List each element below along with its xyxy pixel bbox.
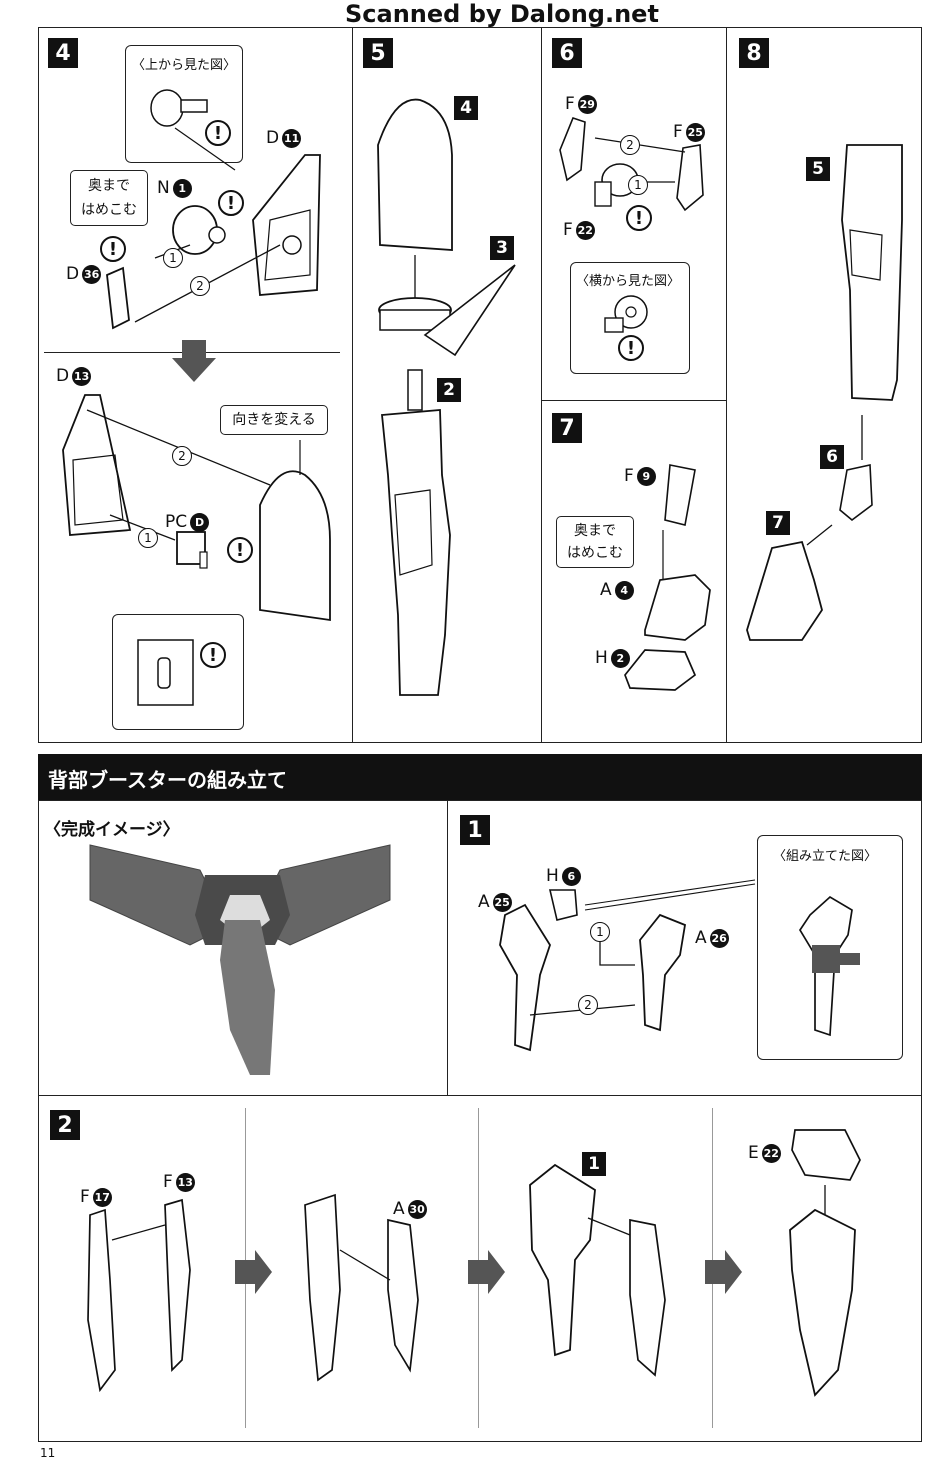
order-2-booster1: 2 [578,995,598,1015]
order-1-step6: 1 [628,175,648,195]
down-arrow-icon [172,340,216,382]
pc-detail-illustration [137,639,194,706]
assembled-view-illustration [798,895,860,1037]
order-2-step6: 2 [620,135,640,155]
step2-booster-illustration [87,1129,861,1397]
caution-side-view: ! [618,335,644,361]
step8-leg-illustration [746,144,903,641]
step4-turn-note: 向きを変える [220,405,328,435]
completed-image-label: 〈完成イメージ〉 [44,820,180,840]
step1-booster-number: 1 [460,815,490,845]
caution-f22: ! [626,205,652,231]
step5-part-3-label: 3 [490,236,514,260]
step1-booster-illustration [499,879,756,1052]
top-view-title: 〈上から見た図〉 [132,58,237,73]
step8-number: 8 [739,38,769,68]
section-header [38,754,922,800]
order-2-step4b: 2 [172,446,192,466]
caution-pc: ! [227,537,253,563]
order-1-booster1: 1 [590,922,610,942]
step6-number: 6 [552,38,582,68]
step4-push-note: 奥まで はめこむ [70,170,148,226]
step7-push-note: 奥まで はめこむ [556,516,634,568]
page-number: 11 [40,1446,56,1460]
watermark: Scanned by Dalong.net [345,0,659,30]
step5-leg-illustration [377,98,516,696]
order-1-step4b: 1 [138,528,158,548]
order-1-step4: 1 [163,248,183,268]
caution-d36: ! [100,236,126,262]
step6-parts-illustration [559,117,704,212]
step4-parts-illustration [106,154,321,330]
step8-part-6-label: 6 [820,445,844,469]
step5-part-4-label: 4 [454,96,478,120]
top-view-caution: ! [205,120,231,146]
caution-pc-detail: ! [200,642,226,668]
caution-n1: ! [218,190,244,216]
top-view-part-illustration [150,89,236,171]
step2-subassembly-1-label: 1 [582,1152,606,1176]
step5-part-2-label: 2 [437,378,461,402]
side-view-title: 〈横から見た図〉 [576,274,681,289]
step7-parts-illustration [624,464,711,691]
step8-part-7-label: 7 [766,511,790,535]
assembled-view-title: 〈組み立てた図〉 [773,849,878,864]
side-view-part-illustration [604,295,648,333]
step7-number: 7 [552,413,582,443]
step4b-parts-illustration [62,394,331,622]
step2-booster-number: 2 [50,1110,80,1140]
section-title: 背部ブースターの組み立て [48,768,287,792]
completed-booster-illustration [89,844,391,1075]
step4-number: 4 [48,38,78,68]
step8-part-5-label: 5 [806,157,830,181]
step5-number: 5 [363,38,393,68]
order-2-step4: 2 [190,276,210,296]
